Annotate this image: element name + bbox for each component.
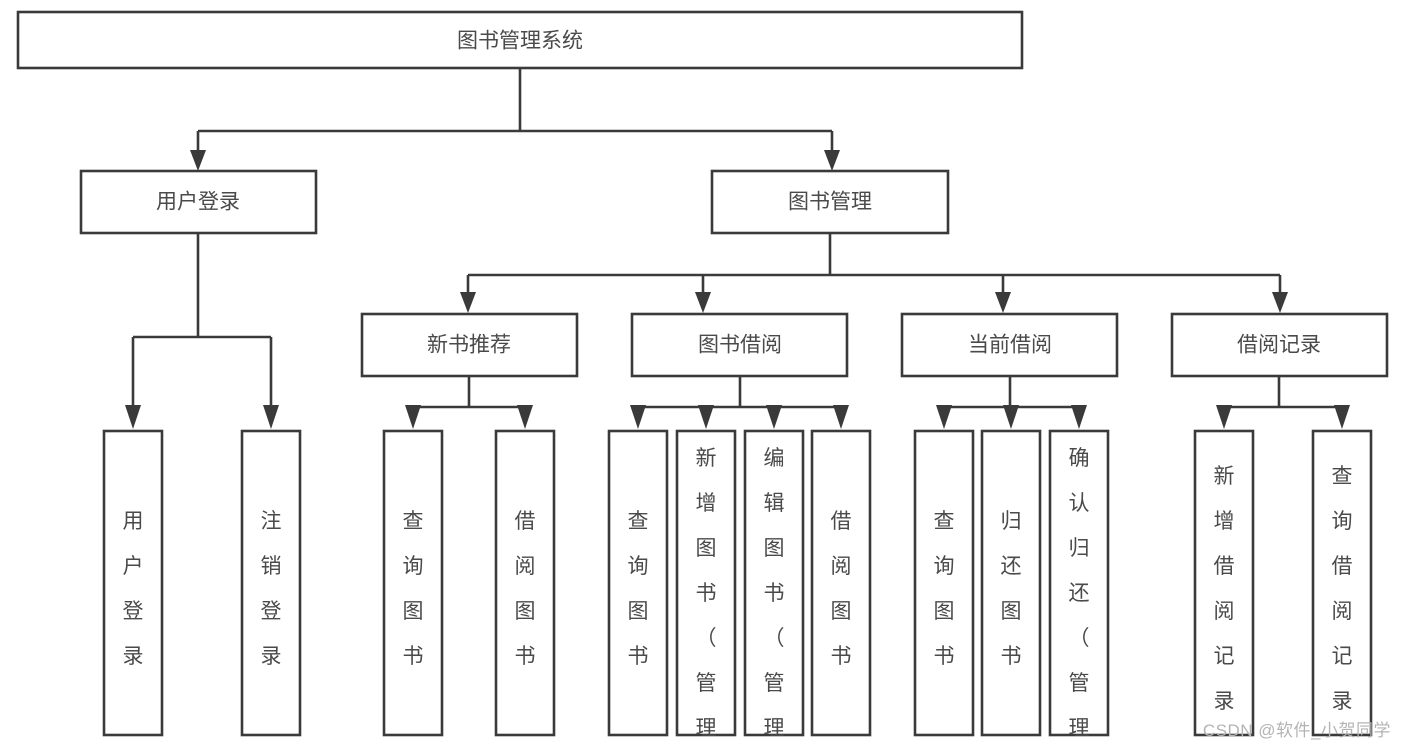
node-leaf-query-book-1-label: 查询图书 <box>403 510 424 668</box>
arrow-icon-to-leaf-user-login <box>125 405 141 429</box>
node-leaf-confirm-return-label: 确认归还（管理员） <box>1069 447 1090 747</box>
node-leaf-query-book-3[interactable]: 查询图书 <box>913 429 975 737</box>
node-new-book-recommend[interactable]: 新书推荐 <box>360 312 579 378</box>
node-user-login[interactable]: 用户登录 <box>79 169 318 235</box>
node-root-box[interactable] <box>16 10 1024 70</box>
node-user-login-label: 用户登录 <box>156 191 240 214</box>
arrow-icon-to-new-book-recommend <box>460 292 476 313</box>
node-leaf-query-book-3-box[interactable] <box>913 429 975 737</box>
arrow-icon-to-current-borrow <box>995 292 1011 313</box>
arrow-icon-to-leaf-return-book <box>1003 405 1019 429</box>
arrow-icon-to-book-management <box>824 150 840 171</box>
arrow-icon-to-leaf-add-book <box>698 405 714 429</box>
connector-book-borrow-trunk <box>636 377 843 424</box>
node-leaf-query-book-3-label: 查询图书 <box>934 510 955 668</box>
node-book-borrow-label: 图书借阅 <box>698 334 782 357</box>
node-leaf-user-logout-label: 注销登录 <box>261 510 282 668</box>
node-leaf-borrow-book-2-box[interactable] <box>810 429 872 737</box>
node-user-login-box[interactable] <box>79 169 318 235</box>
arrow-icon-to-leaf-query-book-2 <box>630 405 646 429</box>
node-leaf-return-book[interactable]: 归还图书 <box>980 429 1042 737</box>
node-leaf-edit-book-label: 编辑图书（管理员） <box>764 447 785 747</box>
node-borrow-record-box[interactable] <box>1170 312 1389 378</box>
node-leaf-query-book-1[interactable]: 查询图书 <box>382 429 444 737</box>
connector-book-management-trunk <box>466 233 1282 294</box>
arrow-icon-to-leaf-query-book-1 <box>405 405 421 429</box>
node-leaf-borrow-book-1-label: 借阅图书 <box>515 510 536 668</box>
node-leaf-borrow-book-2-label: 借阅图书 <box>831 510 852 668</box>
node-leaf-add-book-box[interactable] <box>675 429 737 737</box>
node-leaf-query-book-2-box[interactable] <box>607 429 669 737</box>
node-leaf-add-record[interactable]: 新增借阅记录 <box>1193 429 1255 737</box>
node-leaf-add-book-label: 新增图书（管理员） <box>696 447 717 747</box>
arrow-icon-to-borrow-record <box>1272 292 1288 313</box>
node-leaf-confirm-return-box[interactable] <box>1048 429 1110 737</box>
node-current-borrow-label: 当前借阅 <box>968 334 1052 357</box>
node-root-label: 图书管理系统 <box>457 30 583 53</box>
arrow-icon-to-leaf-query-record <box>1334 405 1350 429</box>
node-leaf-query-book-1-box[interactable] <box>382 429 444 737</box>
node-leaf-return-book-box[interactable] <box>980 429 1042 737</box>
node-book-management-box[interactable] <box>710 169 950 235</box>
node-book-management[interactable]: 图书管理 <box>710 169 950 235</box>
node-leaf-add-record-label: 新增借阅记录 <box>1214 465 1235 713</box>
node-book-borrow[interactable]: 图书借阅 <box>630 312 849 378</box>
node-leaf-borrow-book-1[interactable]: 借阅图书 <box>494 429 556 737</box>
watermark-text: CSDN @软件_小贺同学 <box>1202 721 1391 740</box>
node-leaf-query-book-2[interactable]: 查询图书 <box>607 429 669 737</box>
arrow-icon-to-leaf-add-record <box>1216 405 1232 429</box>
node-new-book-recommend-label: 新书推荐 <box>427 334 511 357</box>
arrow-icon-to-leaf-user-logout <box>263 405 279 429</box>
node-leaf-user-login-box[interactable] <box>102 429 164 737</box>
node-leaf-query-record-box[interactable] <box>1311 429 1373 737</box>
arrow-icon-to-leaf-borrow-book-2 <box>833 405 849 429</box>
node-leaf-user-logout[interactable]: 注销登录 <box>240 429 302 737</box>
node-leaf-borrow-book-2[interactable]: 借阅图书 <box>810 429 872 737</box>
arrow-icon-to-leaf-edit-book <box>766 405 782 429</box>
node-current-borrow[interactable]: 当前借阅 <box>900 312 1119 378</box>
arrowhead-layer <box>125 150 1350 429</box>
connector-root-trunk <box>196 68 834 152</box>
node-current-borrow-box[interactable] <box>900 312 1119 378</box>
node-borrow-record[interactable]: 借阅记录 <box>1170 312 1389 378</box>
arrow-icon-to-leaf-query-book-3 <box>936 405 952 429</box>
node-leaf-query-record[interactable]: 查询借阅记录 <box>1311 429 1373 737</box>
arrow-icon-to-leaf-confirm-return <box>1071 405 1087 429</box>
node-leaf-confirm-return[interactable]: 确认归还（管理员） <box>1048 429 1110 747</box>
connector-user-login-trunk <box>131 233 273 407</box>
node-leaf-query-book-2-label: 查询图书 <box>628 510 649 668</box>
node-leaf-edit-book-box[interactable] <box>743 429 805 737</box>
node-leaf-user-login[interactable]: 用户登录 <box>102 429 164 737</box>
node-book-management-label: 图书管理 <box>788 191 872 214</box>
arrow-icon-to-user-login <box>190 150 206 171</box>
node-leaf-borrow-book-1-box[interactable] <box>494 429 556 737</box>
arrow-icon-to-leaf-borrow-book-1 <box>517 405 533 429</box>
arrow-icon-to-book-borrow <box>695 292 711 313</box>
node-leaf-user-login-label: 用户登录 <box>123 510 144 668</box>
node-root[interactable]: 图书管理系统 <box>16 10 1024 70</box>
node-leaf-return-book-label: 归还图书 <box>1001 510 1022 668</box>
node-borrow-record-label: 借阅记录 <box>1237 334 1321 357</box>
node-book-borrow-box[interactable] <box>630 312 849 378</box>
node-leaf-edit-book[interactable]: 编辑图书（管理员） <box>743 429 805 747</box>
node-new-book-recommend-box[interactable] <box>360 312 579 378</box>
node-leaf-query-record-label: 查询借阅记录 <box>1332 465 1353 713</box>
connector-new-book-recommend-trunk <box>411 377 527 424</box>
connector-borrow-record-trunk <box>1222 377 1344 424</box>
node-leaf-user-logout-box[interactable] <box>240 429 302 737</box>
node-leaf-add-record-box[interactable] <box>1193 429 1255 737</box>
node-leaf-add-book[interactable]: 新增图书（管理员） <box>675 429 737 747</box>
connector-layer <box>131 68 1344 424</box>
